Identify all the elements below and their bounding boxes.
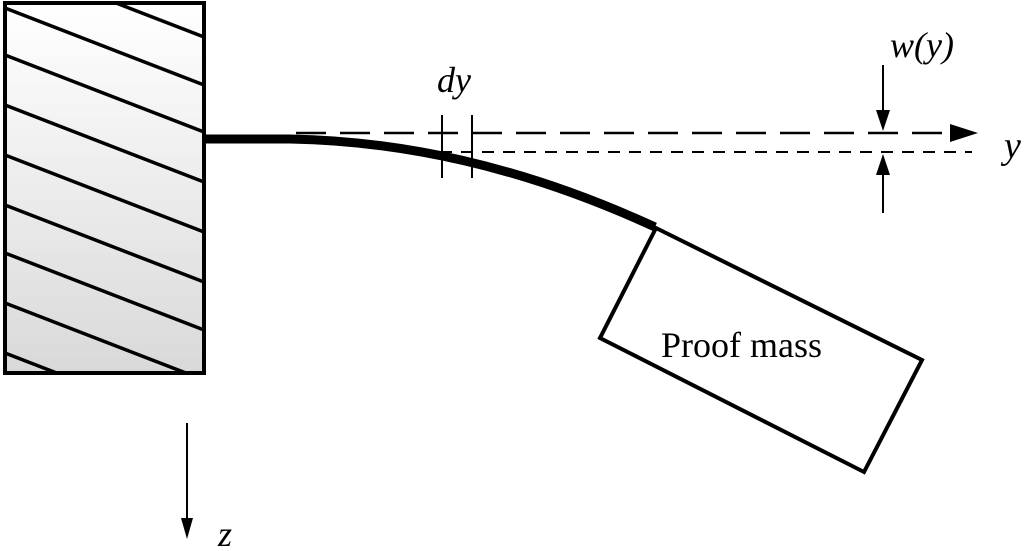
proof-mass-block — [597, 225, 925, 475]
proof-mass-label: Proof mass — [661, 325, 822, 365]
z-axis-arrow — [181, 423, 193, 539]
z-axis-label: z — [217, 514, 232, 551]
w-dimension-arrows — [876, 65, 890, 213]
y-axis-label: y — [1000, 125, 1021, 167]
fixed-support — [3, 1, 206, 375]
w-of-y-label: w(y) — [890, 25, 954, 65]
cantilever-beam — [204, 134, 657, 232]
y-axis-arrowhead — [950, 124, 978, 142]
dy-label: dy — [437, 60, 471, 100]
